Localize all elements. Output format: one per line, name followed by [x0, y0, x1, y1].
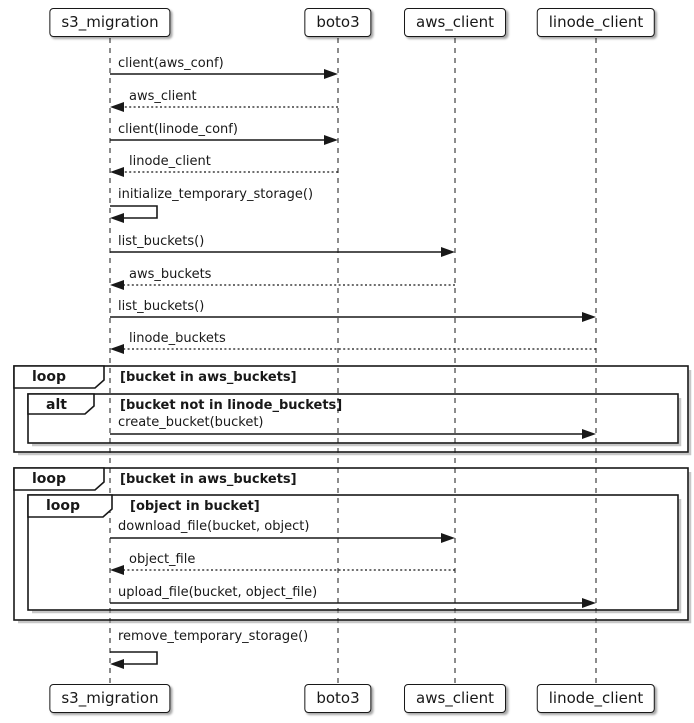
message-0-label: client(aws_conf) [118, 56, 224, 71]
message-4-arrowhead [110, 213, 124, 223]
loop-frame-0-label: loop [32, 369, 67, 385]
message-3-label: linode_client [129, 154, 211, 169]
participant-linode-client-bottom: linode_client [536, 684, 656, 713]
loop-frame-0-shadow [18, 370, 692, 456]
message-4-self-arrow [110, 205, 158, 219]
message-7-arrowhead [582, 312, 596, 322]
message-11-arrowhead [110, 565, 124, 575]
message-13-self-arrow [110, 651, 158, 665]
message-6-label: aws_buckets [129, 267, 212, 282]
message-13-arrowhead [110, 659, 124, 669]
alt-frame-1-border [27, 393, 679, 444]
message-6-arrowhead [110, 280, 124, 290]
loop-frame-0-guard: [bucket in aws_buckets] [120, 370, 297, 385]
alt-frame-1-tab [27, 393, 95, 415]
message-7-label: list_buckets() [118, 299, 205, 314]
message-5-label: list_buckets() [118, 234, 205, 249]
message-9-label: create_bucket(bucket) [118, 415, 264, 430]
loop-frame-2-border [13, 467, 689, 621]
message-3-arrowhead [110, 167, 124, 177]
message-12-label: upload_file(bucket, object_file) [118, 585, 318, 600]
message-8-arrowhead [110, 344, 124, 354]
participant-linode-client-top: linode_client [536, 8, 656, 37]
message-11-label: object_file [129, 552, 196, 567]
loop-frame-3-label: loop [46, 498, 81, 514]
loop-frame-3-guard: [object in bucket] [130, 499, 260, 514]
participant-aws-client-bottom: aws_client [404, 684, 506, 713]
loop-frame-0-border [13, 365, 689, 453]
message-4-label: initialize_temporary_storage() [118, 187, 314, 202]
message-10-arrowhead [441, 533, 455, 543]
alt-frame-1-label: alt [46, 397, 67, 413]
message-2-arrowhead [324, 135, 338, 145]
message-9-arrowhead [582, 429, 596, 439]
loop-frame-3-shadow [32, 499, 682, 614]
loop-frame-0-tab [13, 365, 105, 389]
loop-frame-3-tab [27, 494, 113, 518]
message-2-label: client(linode_conf) [118, 122, 238, 137]
loop-frame-2-label: loop [32, 471, 67, 487]
alt-frame-1-shadow [32, 398, 682, 447]
message-0-arrowhead [324, 69, 338, 79]
message-5-arrowhead [441, 247, 455, 257]
participant-boto3-top: boto3 [304, 8, 372, 37]
loop-frame-2-guard: [bucket in aws_buckets] [120, 472, 297, 487]
participant-aws-client-top: aws_client [404, 8, 506, 37]
message-1-arrowhead [110, 102, 124, 112]
message-13-label: remove_temporary_storage() [118, 629, 309, 644]
loop-frame-3-border [27, 494, 679, 611]
participant-s3-migration-bottom: s3_migration [49, 684, 171, 713]
participant-s3-migration-top: s3_migration [49, 8, 171, 37]
alt-frame-1-guard: [bucket not in linode_buckets] [120, 398, 343, 413]
loop-frame-2-shadow [18, 472, 692, 624]
message-10-label: download_file(bucket, object) [118, 519, 310, 534]
message-12-arrowhead [582, 598, 596, 608]
message-1-label: aws_client [129, 89, 197, 104]
message-8-label: linode_buckets [129, 331, 226, 346]
loop-frame-2-tab [13, 467, 105, 491]
participant-boto3-bottom: boto3 [304, 684, 372, 713]
